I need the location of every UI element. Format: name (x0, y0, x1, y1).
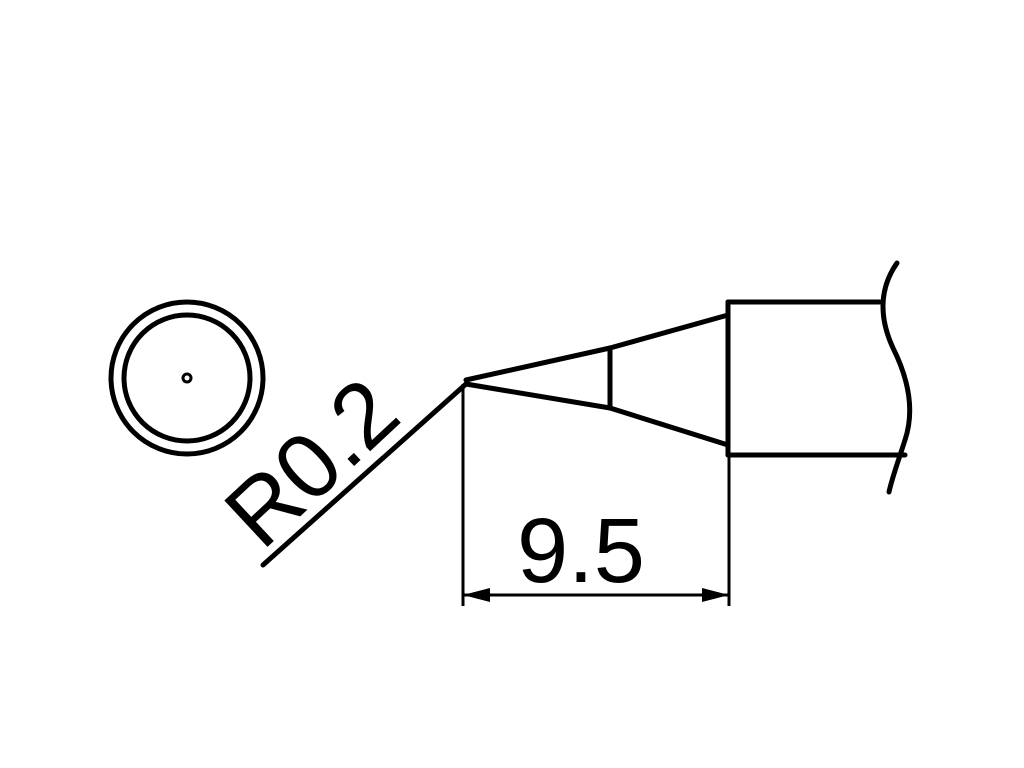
cone-lower-edge (463, 381, 731, 448)
radius-leader-line (260, 381, 469, 568)
tip-end-view (108, 299, 266, 457)
dimension-arrow-right (702, 588, 729, 602)
radius-callout: R0.2 (206, 359, 469, 568)
dimension-arrow-left (463, 588, 490, 602)
radius-label: R0.2 (206, 359, 418, 566)
end-view-center-point (181, 372, 193, 384)
cone-upper-edge (463, 312, 731, 383)
length-dimension: 9.5 (461, 384, 731, 606)
end-view-outer-circle (108, 299, 266, 457)
shank-break-line (880, 260, 913, 495)
tip-side-view (463, 260, 913, 495)
end-view-inner-circle (121, 312, 253, 444)
length-label: 9.5 (517, 500, 645, 602)
